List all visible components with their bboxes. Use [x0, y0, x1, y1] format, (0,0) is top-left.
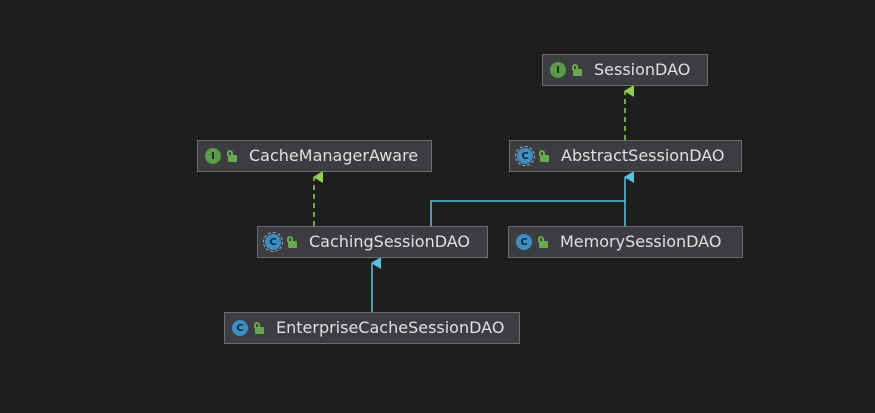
node-session-dao[interactable]: I SessionDAO [542, 54, 708, 86]
edge-caching-session-dao-extends-abstract-session-dao [430, 200, 625, 226]
class-icon: C [232, 320, 248, 336]
node-label: SessionDAO [594, 60, 691, 79]
unlock-icon [538, 150, 549, 162]
node-label: MemorySessionDAO [560, 232, 722, 251]
unlock-icon [286, 236, 297, 248]
class-icon: C [516, 234, 532, 250]
unlock-icon [226, 150, 237, 162]
node-label: CachingSessionDAO [309, 232, 470, 251]
unlock-icon [253, 322, 264, 334]
node-memory-session-dao[interactable]: C MemorySessionDAO [508, 226, 743, 258]
unlock-icon [537, 236, 548, 248]
node-label: CacheManagerAware [249, 146, 419, 165]
unlock-icon [571, 64, 582, 76]
interface-icon: I [550, 62, 566, 78]
node-cache-manager-aware[interactable]: I CacheManagerAware [197, 140, 432, 172]
node-label: AbstractSessionDAO [561, 146, 725, 165]
node-label: EnterpriseCacheSessionDAO [276, 318, 505, 337]
node-enterprise-cache-session-dao[interactable]: C EnterpriseCacheSessionDAO [224, 312, 520, 344]
interface-icon: I [205, 148, 221, 164]
abstract-class-icon: C [515, 146, 535, 166]
node-caching-session-dao[interactable]: C CachingSessionDAO [257, 226, 488, 258]
node-abstract-session-dao[interactable]: C AbstractSessionDAO [509, 140, 742, 172]
abstract-class-icon: C [263, 232, 283, 252]
